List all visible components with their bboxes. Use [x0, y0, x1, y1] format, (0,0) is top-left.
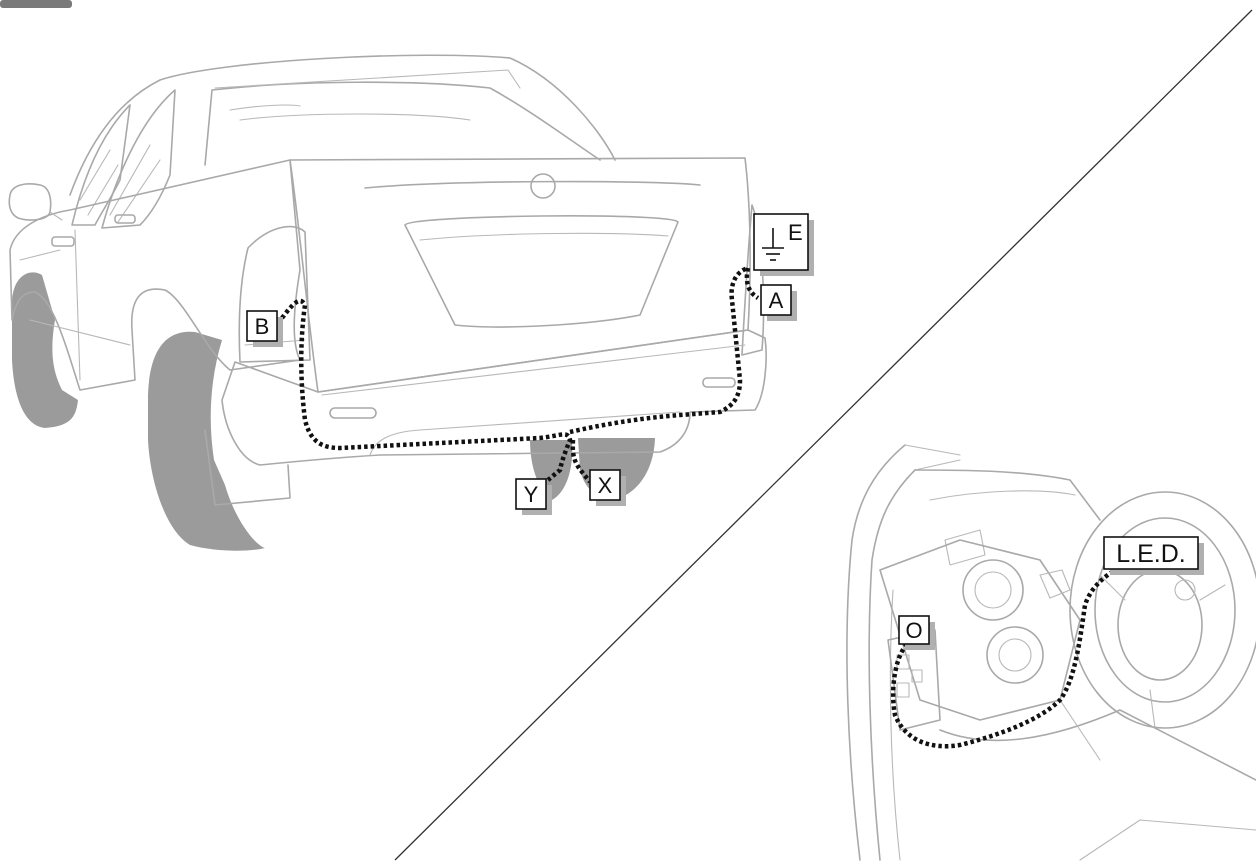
tailgate-emblem — [530, 173, 556, 199]
door-frame — [846, 444, 906, 861]
dash-top — [914, 469, 1101, 521]
body-side — [9, 159, 301, 391]
side-mirror — [8, 183, 52, 221]
center-dial — [986, 626, 1044, 684]
label-x: X — [589, 469, 626, 506]
label-a: A — [760, 284, 797, 321]
harness-right — [569, 265, 749, 435]
plate-recess — [404, 215, 679, 328]
rear-vehicle-illustration — [8, 54, 767, 551]
dashboard-illustration — [846, 444, 1256, 861]
label-ground-text: E — [788, 220, 803, 245]
label-x-text: X — [598, 473, 613, 498]
center-console — [879, 539, 1081, 721]
front-tire — [12, 272, 78, 428]
rear-harness — [280, 265, 760, 484]
rear-bumper — [221, 329, 767, 466]
side-window-front — [71, 104, 131, 226]
corner-tab — [0, 0, 72, 8]
harness-a — [744, 267, 760, 300]
label-y-text: Y — [524, 482, 539, 507]
tailgate — [289, 157, 751, 393]
label-y: Y — [515, 478, 552, 515]
harness-dashboard — [890, 570, 1114, 749]
label-b-text: B — [255, 314, 270, 339]
side-window-rear — [101, 89, 176, 229]
rear-window — [204, 81, 601, 166]
label-b: B — [246, 310, 283, 347]
mudflap — [204, 429, 291, 506]
harness-main — [280, 298, 573, 482]
cab-outline — [69, 54, 616, 196]
label-led: L.E.D. — [1103, 536, 1204, 575]
steering-wheel — [1069, 491, 1256, 729]
harness-x — [570, 439, 592, 484]
ground-symbol-icon — [762, 228, 784, 261]
label-led-text: L.E.D. — [1116, 540, 1185, 568]
taillight-left — [238, 225, 311, 363]
label-o-text: O — [905, 618, 922, 643]
divider-line — [394, 9, 1253, 861]
label-ground: E — [753, 213, 814, 276]
label-a-text: A — [769, 288, 784, 313]
label-o: O — [898, 615, 935, 650]
air-vent — [962, 559, 1024, 621]
